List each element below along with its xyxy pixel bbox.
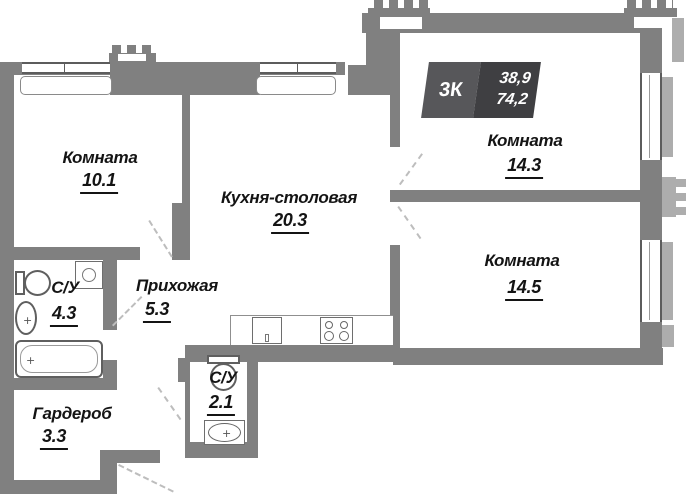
window-room143-line xyxy=(649,75,650,158)
wall-right-wall-mid xyxy=(640,160,662,240)
wall-entry-bottom-wall xyxy=(117,450,160,463)
window-room145-line xyxy=(649,242,650,320)
apartment-badge: 3К 38,9 74,2 xyxy=(421,62,541,118)
vent-teeth-right xyxy=(627,0,673,9)
room145-door-swing xyxy=(397,206,422,240)
wall-top-wall-right xyxy=(362,13,640,33)
vent-teeth-facade xyxy=(676,179,686,217)
radiator-room1 xyxy=(20,76,112,95)
living-area-value: 38,9 xyxy=(498,70,532,88)
rooms-count-label: 3К xyxy=(421,62,481,118)
vent-block-right xyxy=(624,8,677,17)
room-10-1-area: 10.1 xyxy=(80,170,118,194)
kitchen-area: 20.3 xyxy=(271,210,309,234)
wall-bottom-wall-right xyxy=(393,348,663,365)
wall-wardrobe-bottom-wall xyxy=(0,480,117,494)
wall-bath2-bottom-wall xyxy=(185,442,258,458)
window-room145 xyxy=(640,240,662,322)
facade-sill-right-upper xyxy=(662,77,673,157)
wall-room1-kitchen-wall xyxy=(182,95,190,203)
bathtub-icon: + xyxy=(15,340,103,378)
sink-icon: + xyxy=(15,301,37,335)
wall-kitchen-room143-wall xyxy=(390,95,400,147)
kitchen-sink-icon xyxy=(252,317,282,344)
room143-door-swing xyxy=(399,153,423,186)
wardrobe-area: 3.3 xyxy=(39,426,69,450)
room-10-1-label: Комната xyxy=(62,148,138,167)
toilet-icon xyxy=(15,268,53,298)
room-14-3-label: Комната xyxy=(487,131,563,150)
washing-machine-icon xyxy=(75,261,103,289)
wall-right-wall-top xyxy=(640,13,662,73)
facade-sill-right-middle xyxy=(662,242,673,320)
wall-rooms-divider-wall xyxy=(390,190,640,202)
area-values: 38,9 74,2 xyxy=(472,62,541,118)
window-room1-tick xyxy=(64,64,65,72)
vent-teeth-left xyxy=(112,45,154,54)
bathroom-2-1-label: С/У xyxy=(209,368,237,387)
wall-room1-bottom-wall xyxy=(10,247,140,260)
vent-slot-center xyxy=(380,17,422,29)
wall-top-wall-inner-block xyxy=(110,75,260,95)
facade-sill-right-lower xyxy=(662,325,674,347)
window-room1 xyxy=(22,62,110,74)
wall-bath1-bottom-wall xyxy=(10,378,117,390)
facade-facade-block-right xyxy=(662,177,676,217)
wall-left-wall xyxy=(0,62,14,494)
entrance-door-swing xyxy=(118,464,174,493)
wall-bath1-right-wall-upper xyxy=(103,247,117,330)
window-kitchen xyxy=(260,62,336,74)
room-14-5-area: 14.5 xyxy=(505,277,543,301)
radiator-kitchen xyxy=(256,76,336,95)
sink-2-icon: + xyxy=(204,420,245,445)
hall-door-swing xyxy=(157,387,182,421)
vent-slot-left xyxy=(118,54,146,61)
room-14-5-label: Комната xyxy=(484,251,560,270)
wall-room1-kitchen-pilaster xyxy=(172,203,190,260)
wall-bath2-left-wall xyxy=(185,345,190,458)
stove-icon xyxy=(320,317,353,344)
toilet-2-icon xyxy=(205,355,243,395)
wall-hall-door-post xyxy=(178,358,187,382)
wardrobe-label: Гардероб xyxy=(32,404,112,423)
kitchen-label: Кухня-столовая xyxy=(220,188,358,207)
vent-block-center xyxy=(368,8,430,16)
hallway-area: 5.3 xyxy=(142,299,172,323)
facade-trim-top-right xyxy=(672,18,684,62)
hallway-label: Прихожая xyxy=(136,276,218,295)
vent-slot-right xyxy=(634,17,667,28)
wall-bath2-right-wall xyxy=(247,358,258,458)
window-room143 xyxy=(640,73,662,160)
vent-teeth-center xyxy=(374,0,430,9)
window-kitchen-tick xyxy=(297,64,298,72)
total-area-value: 74,2 xyxy=(495,91,529,108)
bathroom-4-3-label: С/У xyxy=(51,278,79,297)
wall-kitchen-room145-wall xyxy=(390,245,400,348)
bathroom-4-3-area: 4.3 xyxy=(49,303,79,327)
room-14-3-area: 14.3 xyxy=(505,155,543,179)
wall-right-wall-bottom xyxy=(640,322,662,352)
bathroom-2-1-area: 2.1 xyxy=(206,392,236,416)
wall-kitchen-corner-block xyxy=(348,65,400,95)
room1-door-swing xyxy=(148,220,173,258)
